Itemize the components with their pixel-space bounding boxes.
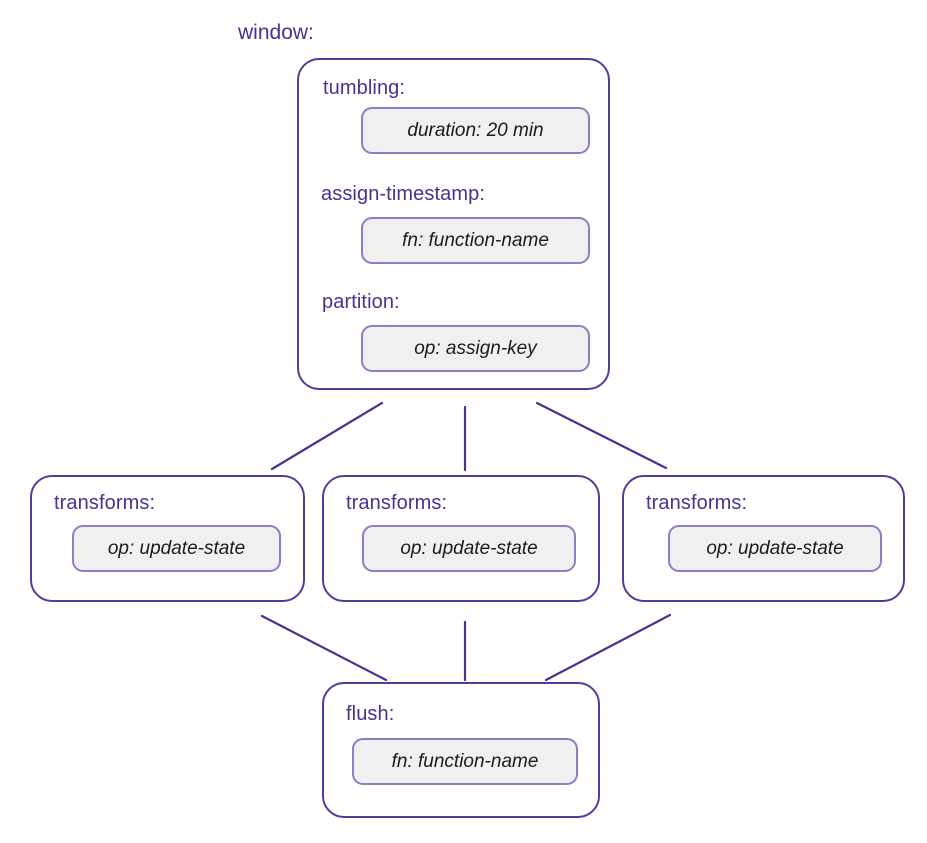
window-node[interactable]: tumbling: duration: 20 min assign-timest… [297, 58, 610, 390]
pill-transforms-right-op[interactable]: op: update-state [668, 525, 882, 572]
pill-transforms-center-op[interactable]: op: update-state [362, 525, 576, 572]
window-caption: window: [238, 21, 314, 44]
group-label-flush: flush: [346, 703, 395, 725]
edge-transforms-right-to-flush [544, 613, 672, 682]
group-label-partition: partition: [322, 291, 400, 313]
transforms-node-center[interactable]: transforms: op: update-state [322, 475, 600, 602]
pill-partition-op[interactable]: op: assign-key [361, 325, 590, 372]
pill-flush-fn[interactable]: fn: function-name [352, 738, 578, 785]
pill-transforms-left-op[interactable]: op: update-state [72, 525, 281, 572]
edge-window-to-transforms-right [535, 401, 668, 470]
transforms-node-left[interactable]: transforms: op: update-state [30, 475, 305, 602]
group-label-tumbling: tumbling: [323, 77, 406, 99]
group-label-transforms-center: transforms: [346, 492, 448, 514]
pill-tumbling-duration[interactable]: duration: 20 min [361, 107, 590, 154]
flush-node[interactable]: flush: fn: function-name [322, 682, 600, 818]
group-label-assign-timestamp: assign-timestamp: [321, 183, 485, 205]
group-label-transforms-left: transforms: [54, 492, 156, 514]
edge-window-to-transforms-left [270, 401, 384, 471]
edge-transforms-left-to-flush [260, 614, 388, 682]
pill-assign-timestamp-fn[interactable]: fn: function-name [361, 217, 590, 264]
group-label-transforms-right: transforms: [646, 492, 748, 514]
transforms-node-right[interactable]: transforms: op: update-state [622, 475, 905, 602]
